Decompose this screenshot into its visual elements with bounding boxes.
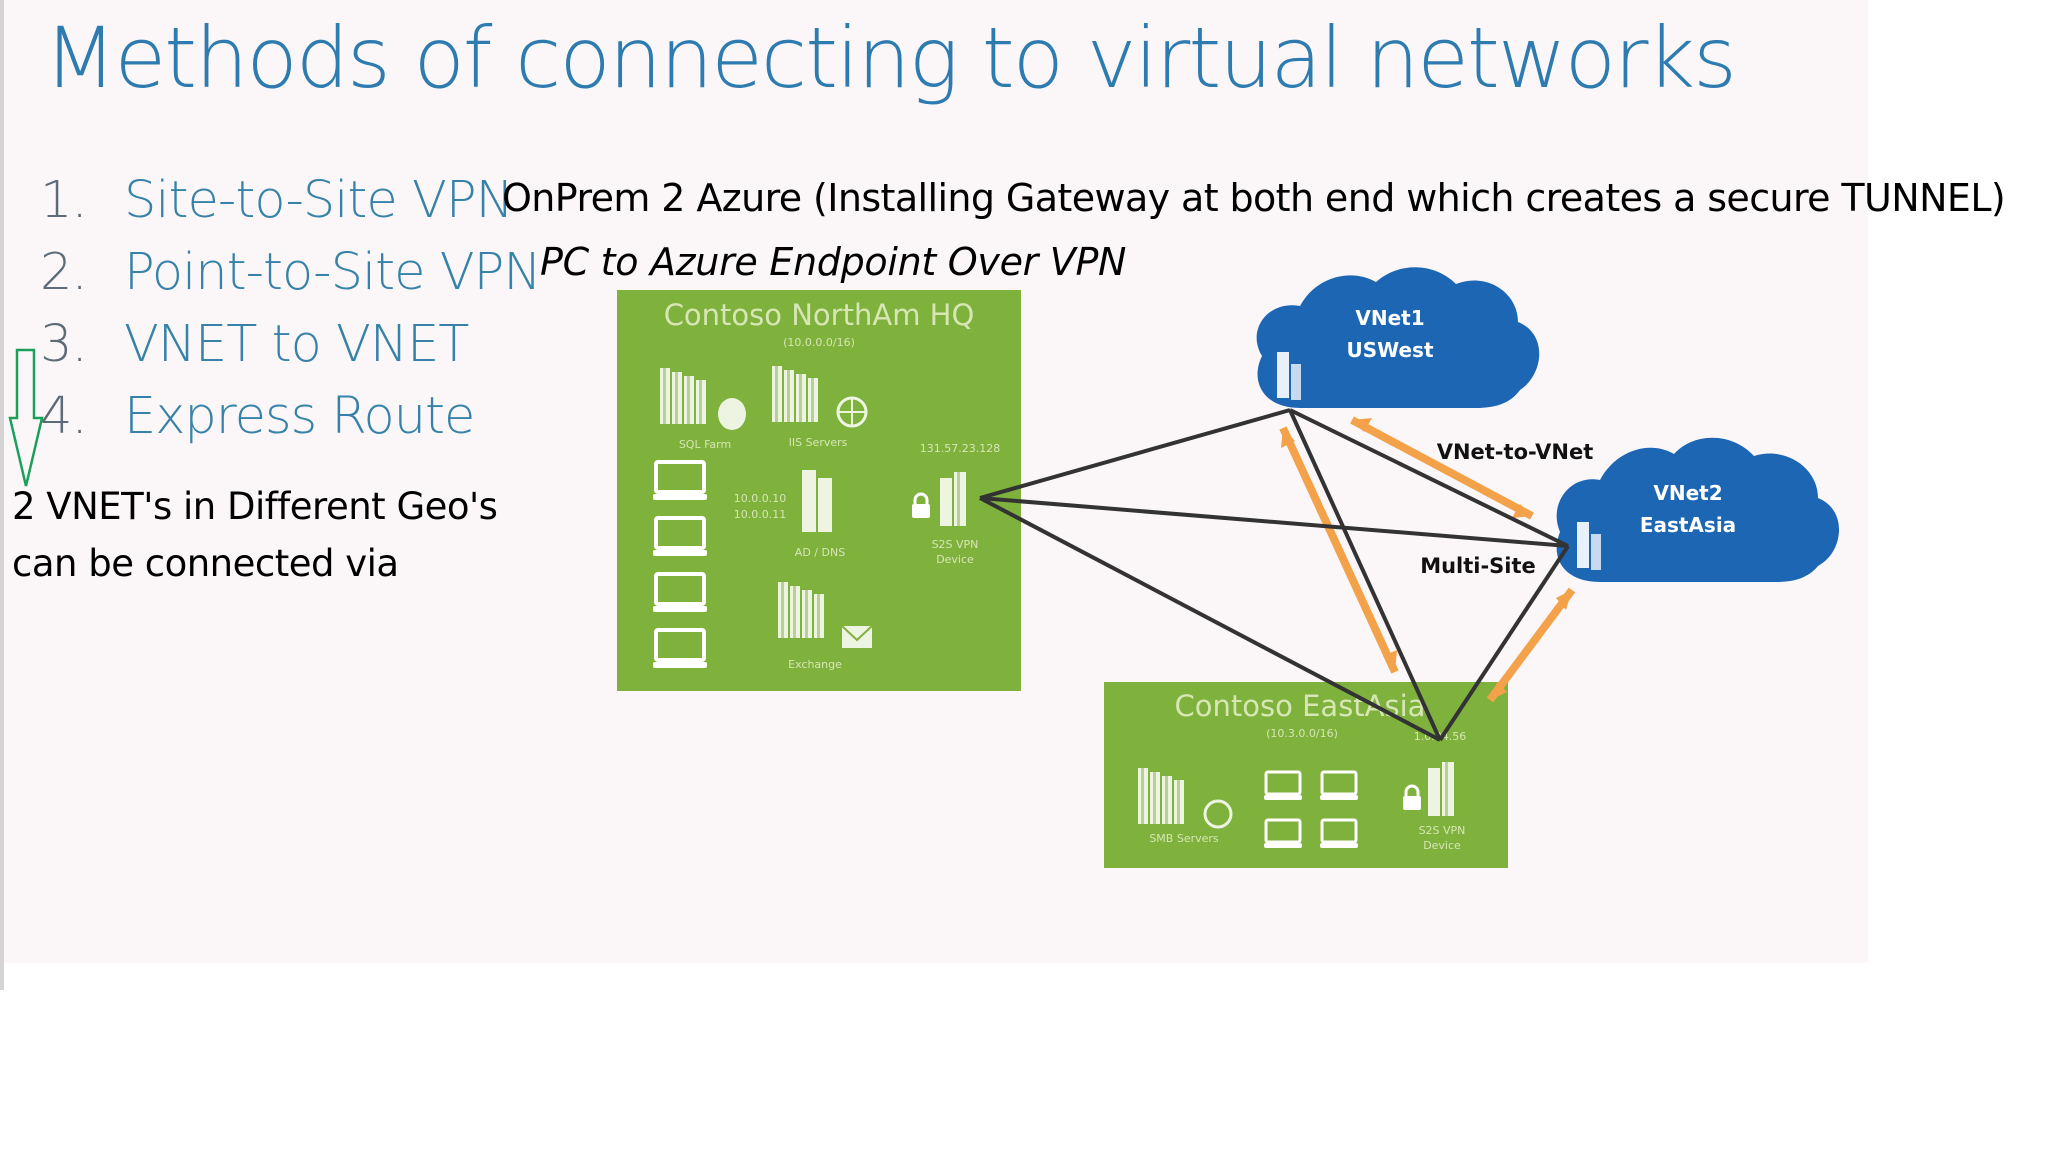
hq-to-vnet1-line (979, 408, 1291, 500)
vnet1-gateway-icon (1277, 352, 1289, 398)
ad-ip-1: 10.0.0.10 (734, 492, 786, 505)
multi-site-links (979, 408, 1570, 742)
point-to-site-annotation: PC to Azure Endpoint Over VPN (540, 240, 1127, 284)
sql-farm-label: SQL Farm (679, 438, 731, 451)
hq-vpn-label-1: S2S VPN (932, 538, 979, 551)
method-number: 1. (40, 171, 88, 230)
vnet2-to-eastasia-link (1486, 587, 1576, 703)
hq-site-title: Contoso NorthAm HQ (664, 298, 975, 332)
hq-to-eastasia-line (979, 496, 1441, 742)
site-to-site-annotation: OnPrem 2 Azure (Installing Gateway at bo… (502, 176, 2006, 220)
method-item-site-to-site: 1. Site-to-Site VPN (40, 168, 514, 234)
method-item-express-route: 4. Express Route (40, 384, 475, 450)
vnet-to-vnet-label: VNet-to-VNet (1437, 440, 1594, 464)
method-item-vnet-to-vnet: 3. VNET to VNET (40, 312, 469, 378)
vnet-to-vnet-links (1279, 416, 1576, 703)
globe-icon (1203, 799, 1233, 829)
method-label: Point-to-Site VPN (124, 243, 541, 302)
hq-vpn-ip: 131.57.23.128 (920, 442, 1000, 455)
hq-subnet: (10.0.0.0/16) (783, 336, 855, 349)
hq-to-vnet2-line (979, 496, 1569, 548)
method-number: 3. (40, 315, 88, 374)
slide-title: Methods of connecting to virtual network… (44, 9, 1737, 107)
ad-dns-server-icon (802, 470, 816, 532)
vnet2-to-eastasia-line (1438, 544, 1570, 742)
method-label: VNET to VNET (124, 315, 469, 374)
method-label: Site-to-Site VPN (124, 171, 514, 230)
ad-ip-2: 10.0.0.11 (734, 508, 786, 521)
ad-dns-label: AD / DNS (795, 546, 845, 559)
multi-site-label: Multi-Site (1420, 554, 1536, 578)
vnet1-to-eastasia-line (1288, 409, 1442, 741)
database-icon (718, 398, 746, 430)
vnet1-cloud: VNet1 USWest (1256, 267, 1540, 408)
vnet2-cloud: VNet2 EastAsia (1556, 437, 1840, 582)
eastasia-vpn-label-2: Device (1423, 839, 1461, 852)
vnet-note: 2 VNET's in Different Geo's can be conne… (12, 478, 498, 592)
mail-icon (842, 626, 872, 648)
eastasia-vpn-label-1: S2S VPN (1419, 824, 1466, 837)
vnet2-label-line-1: VNet2 (1653, 481, 1722, 505)
slide-left-edge (0, 0, 4, 990)
vnet2-cloud-shape (1556, 437, 1840, 582)
hq-vpn-label-2: Device (936, 553, 974, 566)
method-item-point-to-site: 2. Point-to-Site VPN (40, 240, 541, 306)
smb-servers-label: SMB Servers (1149, 832, 1219, 845)
eastasia-site-box (1104, 682, 1508, 868)
vnet1-to-eastasia-link (1279, 426, 1399, 674)
vnet2-gateway-icon (1577, 522, 1589, 568)
arrow-down-icon (8, 348, 44, 487)
vnet1-cloud-shape (1256, 267, 1540, 408)
exchange-label: Exchange (788, 658, 842, 671)
vnet-note-line-1: 2 VNET's in Different Geo's (12, 485, 498, 528)
green-down-arrow (8, 348, 44, 487)
vnet1-label-line-2: USWest (1346, 338, 1433, 362)
eastasia-site-title: Contoso EastAsia (1175, 689, 1426, 723)
method-number: 4. (40, 387, 88, 446)
vnet1-to-vnet2-line (1289, 408, 1569, 548)
method-number: 2. (40, 243, 88, 302)
method-label: Express Route (124, 387, 475, 446)
vnet-note-line-2: can be connected via (12, 542, 399, 585)
vnet-to-vnet-link (1350, 416, 1534, 520)
eastasia-site: Contoso EastAsia (10.3.0.0/16) 1.0.34.56… (1104, 682, 1508, 868)
vnet1-label-line-1: VNet1 (1355, 306, 1424, 330)
iis-servers-label: IIS Servers (789, 436, 848, 449)
vnet2-label-line-2: EastAsia (1640, 513, 1736, 537)
eastasia-subnet: (10.3.0.0/16) (1266, 727, 1338, 740)
hq-site: Contoso NorthAm HQ (10.0.0.0/16) SQL Far… (617, 290, 1021, 691)
